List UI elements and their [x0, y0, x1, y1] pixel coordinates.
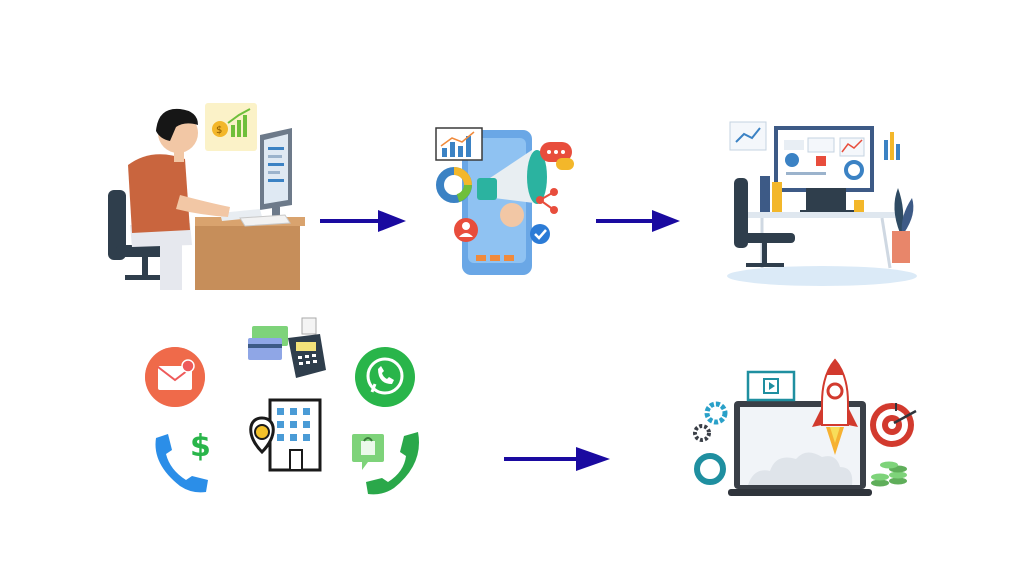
email-icon	[145, 347, 205, 407]
payment-terminal-icon	[248, 317, 326, 378]
plant-icon	[892, 188, 914, 263]
location-building-icon	[249, 398, 322, 472]
whatsapp-icon	[355, 347, 415, 407]
money-growth-icon: $	[205, 103, 257, 151]
svg-text:$: $	[216, 125, 222, 136]
flow-arrow-3	[504, 447, 610, 471]
pie-chart-icon	[436, 167, 472, 203]
svg-text:$: $	[190, 429, 211, 464]
check-icon	[530, 224, 550, 244]
mug-icon	[854, 200, 864, 212]
megaphone-icon	[477, 150, 547, 227]
ring-icon	[694, 453, 726, 485]
coins-icon	[871, 461, 907, 487]
user-icon	[454, 218, 478, 242]
share-icon	[536, 188, 558, 214]
contact-channels-cluster: $	[140, 312, 430, 502]
business-launch-illustration	[693, 358, 917, 496]
gear-icon	[693, 401, 728, 442]
person-at-computer-illustration: $	[108, 103, 305, 290]
office-chair-icon	[734, 178, 795, 267]
target-icon	[870, 403, 917, 447]
dashboard-icon	[729, 121, 767, 151]
flow-arrow-2	[596, 210, 680, 232]
laptop-icon	[728, 401, 872, 496]
chat-bubble-icon	[540, 142, 574, 170]
phone-dollar-icon: $	[155, 429, 211, 493]
video-icon	[746, 370, 796, 402]
small-bar-chart-icon	[884, 132, 900, 160]
desk-icon	[195, 217, 305, 290]
analytics-workspace-illustration	[727, 121, 917, 286]
person-icon	[128, 108, 230, 290]
flow-arrow-1	[320, 210, 406, 232]
phone-shopping-icon	[352, 432, 419, 495]
computer-icon	[220, 128, 292, 227]
rocket-icon	[812, 358, 858, 455]
laptop-icon	[800, 188, 854, 214]
mobile-marketing-illustration	[435, 127, 574, 275]
monitor-icon	[774, 126, 874, 192]
bar-chart-icon	[435, 127, 483, 161]
